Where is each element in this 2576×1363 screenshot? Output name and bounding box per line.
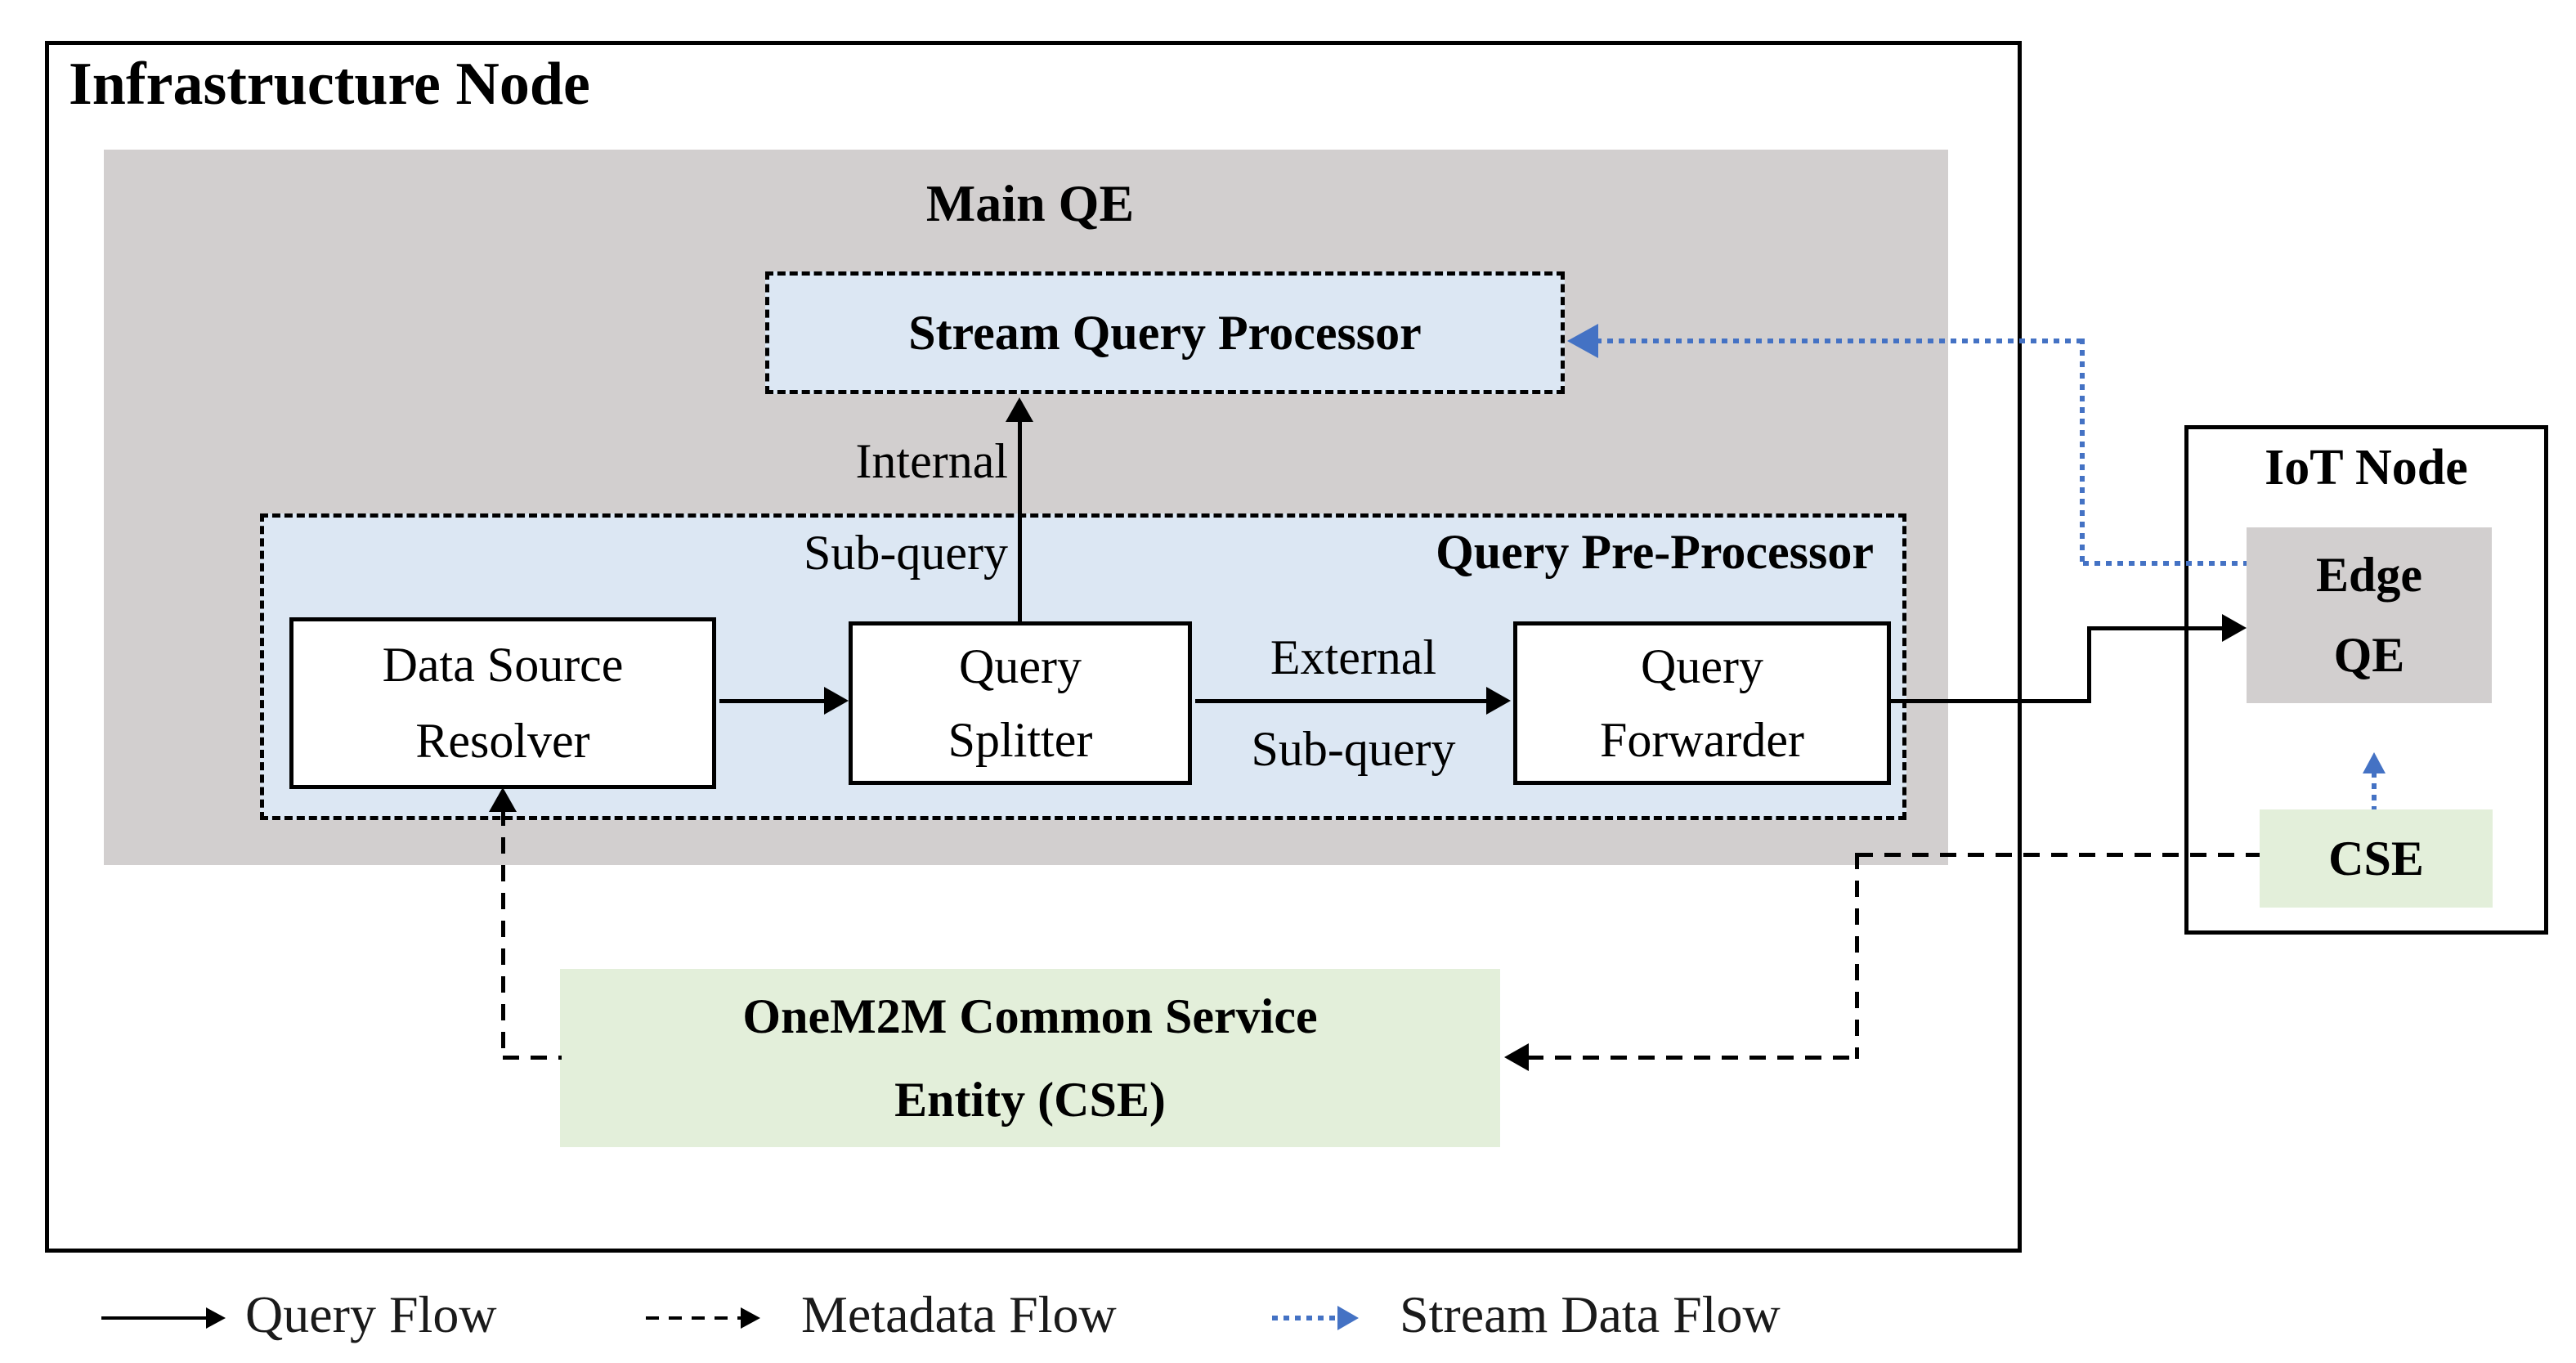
query-splitter-label-line1: Query [959,639,1082,693]
iot-cse-label: CSE [2328,831,2424,886]
stream-query-processor-label: Stream Query Processor [908,305,1422,360]
legend-query-flow-label: Query Flow [245,1285,497,1343]
onem2m-cse-label-line2: Entity (CSE) [894,1073,1166,1127]
stream-query-processor-box: Stream Query Processor [765,271,1565,394]
infrastructure-node-box [45,41,2022,1253]
query-splitter-label-line2: Splitter [948,713,1093,767]
metadata-flow-cse-to-resolver-segment2 [501,809,505,1060]
metadata-flow-cse-to-resolver-arrowhead-icon [489,787,517,812]
query-flow-splitter-to-sqp-line [1018,409,1022,623]
edge-qe-label-line2: QE [2333,627,2405,682]
internal-subquery-label: Internal Sub-query [804,434,1008,580]
data-source-resolver-label-line1: Data Source [382,638,624,692]
metadata-flow-iotcse-to-cse-segment3 [1527,1056,1858,1060]
query-forwarder-label-line2: Forwarder [1600,713,1804,767]
metadata-flow-iotcse-to-cse-segment1 [1857,853,2260,857]
edge-qe-label-line1: Edge [2315,548,2423,603]
iot-node-title: IoT Node [2265,440,2468,495]
metadata-flow-cse-to-resolver-segment1 [503,1056,562,1060]
query-pre-processor-title: Query Pre-Processor [1436,525,1874,579]
stream-flow-edgeqe-to-sqp-segment1 [1596,339,2085,343]
query-flow-splitter-to-forwarder-line [1195,699,1488,703]
external-subquery-label: External Sub-query [1251,630,1456,776]
metadata-flow-iotcse-to-cse-arrowhead-icon [1504,1043,1529,1071]
legend-metadata-flow-arrowhead-icon [741,1307,760,1329]
query-flow-forwarder-to-edgeqe-segment2 [2087,626,2091,703]
query-splitter-box: Query Splitter [849,621,1192,785]
edge-qe-box: Edge QE [2247,527,2492,703]
query-forwarder-box: Query Forwarder [1513,621,1891,785]
stream-flow-edgeqe-to-sqp-arrowhead-icon [1567,324,1598,358]
query-flow-forwarder-to-edgeqe-arrowhead-icon [2222,614,2247,642]
data-source-resolver-label-line2: Resolver [415,714,590,768]
iot-cse-box: CSE [2260,809,2493,908]
legend-query-flow-arrowhead-icon [206,1307,226,1329]
main-qe-title: Main QE [925,174,1135,232]
legend-metadata-flow-label: Metadata Flow [801,1285,1117,1343]
legend-metadata-flow-line [646,1316,742,1320]
query-flow-splitter-to-sqp-arrowhead-icon [1006,397,1033,422]
legend-query-flow-line [101,1316,208,1320]
legend-stream-data-flow-arrowhead-icon [1337,1306,1359,1330]
query-flow-forwarder-to-edgeqe-segment1 [1891,699,2091,703]
stream-flow-edgeqe-to-sqp-segment3 [2083,561,2247,566]
query-flow-resolver-to-splitter-line [719,699,826,703]
stream-flow-iotcse-to-edgeqe-line [2372,772,2377,809]
stream-flow-iotcse-to-edgeqe-arrowhead-icon [2363,752,2386,773]
legend-stream-data-flow-label: Stream Data Flow [1400,1285,1781,1343]
query-forwarder-label-line1: Query [1641,639,1763,693]
infrastructure-node-title: Infrastructure Node [69,51,590,118]
data-source-resolver-box: Data Source Resolver [289,617,716,789]
legend-stream-data-flow-line [1272,1316,1337,1320]
stream-flow-edgeqe-to-sqp-segment2 [2080,339,2085,566]
onem2m-cse-label-line1: OneM2M Common Service [742,989,1318,1043]
query-flow-resolver-to-splitter-arrowhead-icon [824,687,849,715]
query-flow-splitter-to-forwarder-arrowhead-icon [1486,687,1511,715]
query-flow-forwarder-to-edgeqe-segment3 [2087,626,2224,630]
metadata-flow-iotcse-to-cse-segment2 [1855,853,1859,1059]
onem2m-cse-box: OneM2M Common Service Entity (CSE) [560,969,1500,1147]
